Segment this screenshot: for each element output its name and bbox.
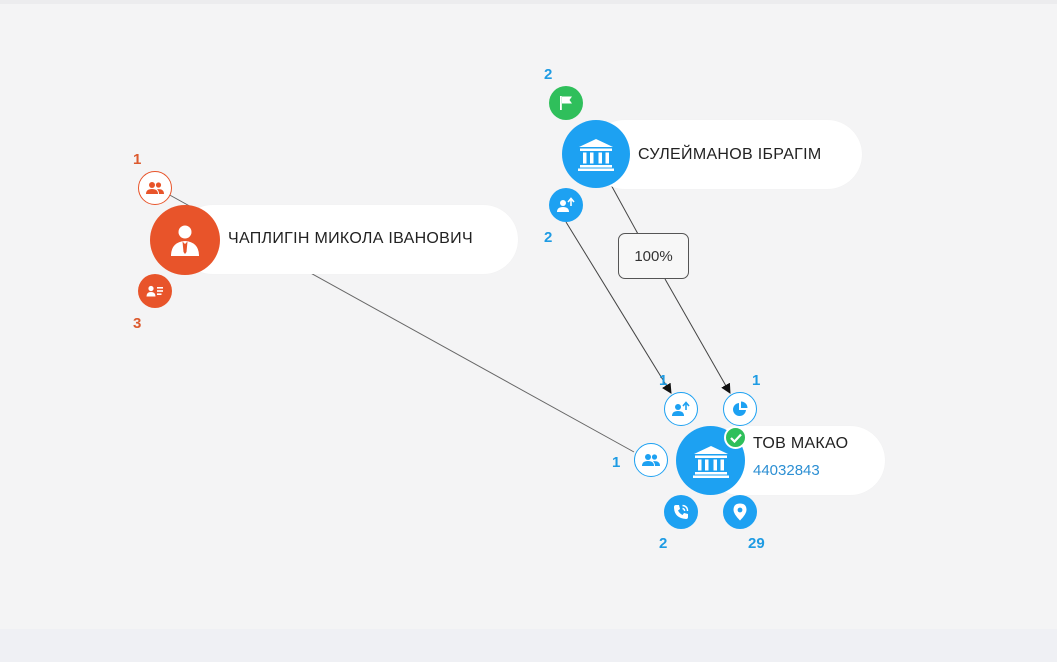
node-pill-chaplygin[interactable]: ЧАПЛИГІН МИКОЛА ІВАНОВИЧ	[178, 205, 518, 274]
shares-count: 1	[752, 372, 761, 389]
bank-icon	[692, 445, 729, 478]
flags-button[interactable]	[549, 86, 583, 120]
documents-count: 3	[133, 315, 142, 332]
edge-share-label[interactable]: 100%	[618, 233, 689, 279]
founders-button[interactable]	[549, 188, 583, 222]
node-circle-suleimanov[interactable]	[562, 120, 630, 188]
check-icon	[729, 433, 742, 443]
phones-count: 2	[659, 535, 668, 552]
phones-button[interactable]	[664, 495, 698, 529]
id-card-icon	[146, 285, 163, 297]
founders-count: 2	[544, 229, 553, 246]
flags-count: 2	[544, 66, 553, 83]
person-suit-icon	[171, 225, 199, 256]
verified-status	[724, 426, 747, 449]
people-icon	[146, 182, 164, 194]
bottom-bar	[0, 629, 1057, 662]
company-code-link[interactable]: 44032843	[753, 462, 820, 479]
relations-button[interactable]	[634, 443, 668, 477]
people-icon	[642, 454, 660, 466]
edge-suleimanov-share-a[interactable]	[609, 182, 639, 235]
pie-chart-icon	[733, 401, 748, 416]
node-circle-makao[interactable]	[676, 426, 745, 495]
edge-suleimanov-founder[interactable]	[565, 221, 672, 394]
relations-button[interactable]	[138, 171, 172, 205]
phone-icon	[674, 504, 689, 519]
founders-count: 1	[659, 372, 668, 389]
location-pin-icon	[733, 503, 747, 521]
shares-button[interactable]	[723, 392, 757, 426]
addresses-button[interactable]	[723, 495, 757, 529]
node-circle-chaplygin[interactable]	[150, 205, 220, 275]
flag-icon	[560, 96, 572, 110]
top-bar	[0, 0, 1057, 4]
node-pill-suleimanov[interactable]: СУЛЕЙМАНОВ ІБРАГІМ	[590, 120, 862, 189]
relations-count: 1	[612, 454, 621, 471]
person-arrow-icon	[557, 197, 575, 212]
person-arrow-icon	[672, 401, 690, 416]
documents-button[interactable]	[138, 274, 172, 308]
node-name: ЧАПЛИГІН МИКОЛА ІВАНОВИЧ	[228, 230, 473, 247]
node-name: ТОВ МАКАО	[753, 435, 849, 452]
relations-count: 1	[133, 151, 142, 168]
founders-button[interactable]	[664, 392, 698, 426]
node-name: СУЛЕЙМАНОВ ІБРАГІМ	[638, 146, 822, 163]
edge-suleimanov-share-b[interactable]	[664, 278, 731, 394]
bank-icon	[578, 139, 614, 171]
addresses-count: 29	[748, 535, 765, 552]
